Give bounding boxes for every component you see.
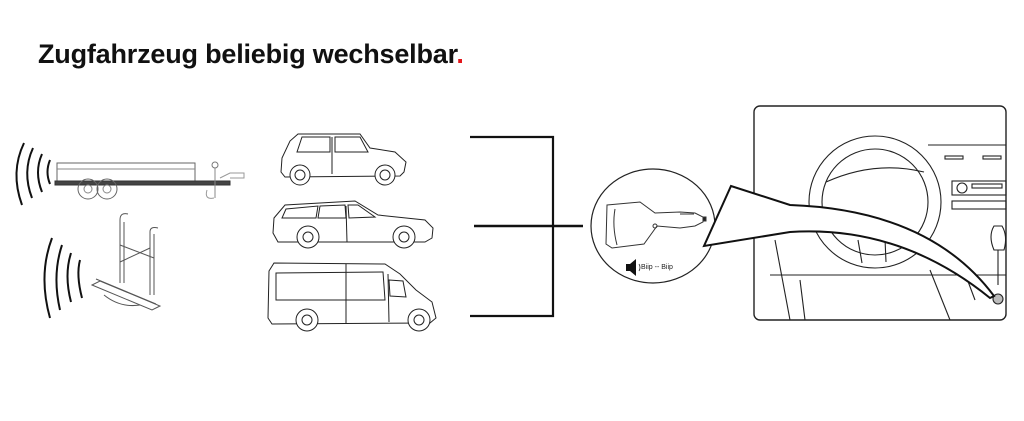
trailer-icon <box>54 161 245 200</box>
trailer-group <box>15 142 245 206</box>
station-wagon-icon <box>272 200 434 249</box>
title-accent-dot: . <box>456 39 464 69</box>
compact-car-icon <box>280 133 407 186</box>
steering-wheel-icon <box>808 135 942 269</box>
van-icon <box>267 262 437 332</box>
curved-arrow-icon <box>702 184 996 300</box>
bike-carrier-group <box>43 213 162 319</box>
title-text: Zugfahrzeug beliebig wechselbar <box>38 39 457 69</box>
speaker-icon <box>626 259 636 276</box>
beep-label: Biip -- Biip <box>641 264 673 271</box>
connector-bracket <box>470 135 583 318</box>
radio-waves-icon <box>43 237 83 319</box>
plug-receiver-icon <box>605 201 707 249</box>
bike-carrier-icon <box>90 213 162 311</box>
page-title: Zugfahrzeug beliebig wechselbar. <box>38 39 464 70</box>
radio-waves-icon <box>15 142 51 206</box>
